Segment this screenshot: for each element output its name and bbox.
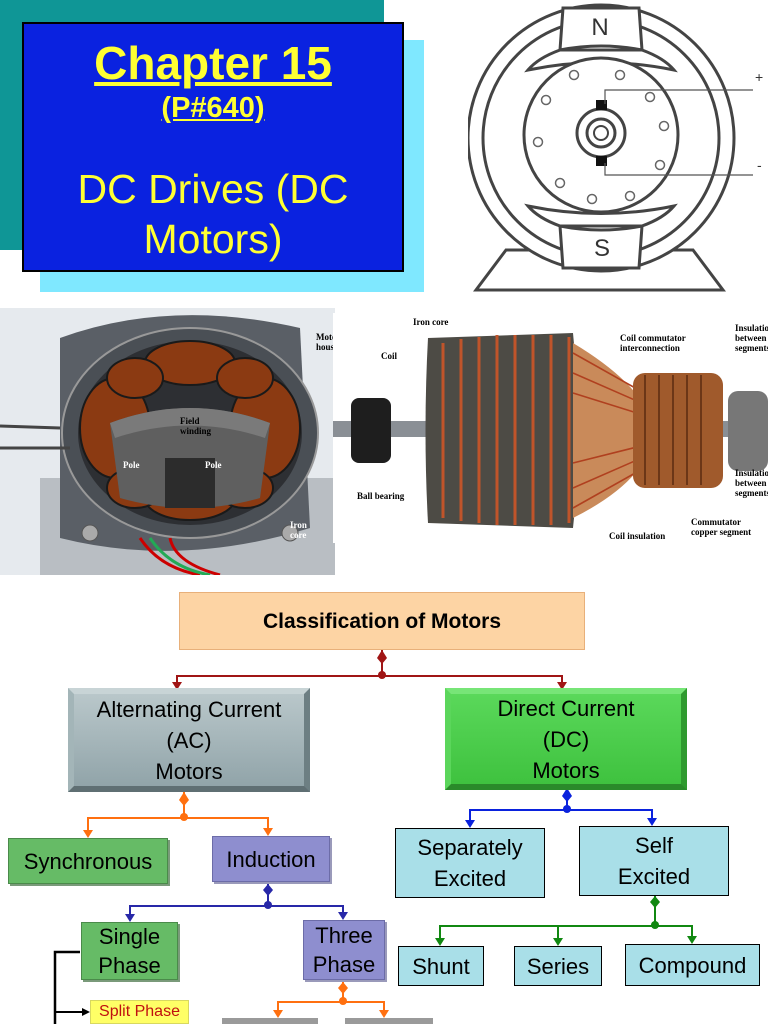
slide-title-line1: DC Drives (DC: [77, 166, 349, 212]
pole-left-label: Pole: [123, 460, 140, 470]
motor-housing-label: Motor housing: [316, 332, 335, 352]
three-line2: Phase: [312, 952, 376, 977]
chapter-heading: Chapter 15: [94, 37, 332, 89]
ac-line1: Alternating Current: [96, 696, 282, 722]
dc-line1: Direct Current: [497, 695, 635, 721]
three-line1: Three: [315, 923, 373, 948]
self-line1: Self: [635, 833, 673, 858]
ac-line3: Motors: [155, 758, 223, 784]
north-pole-label: N: [591, 14, 608, 41]
stator-photo: Field winding Pole Pole Iron core Motor …: [0, 308, 335, 575]
dc-motors-box: Direct Current (DC) Motors: [445, 688, 687, 790]
split-phase-box: Split Phase: [90, 1000, 189, 1024]
plus-terminal-label: +: [755, 69, 763, 85]
dc-line3: Motors: [532, 757, 600, 783]
ball-bearing-label: Ball bearing: [357, 491, 405, 501]
slide-title-line2: Motors): [143, 216, 283, 262]
title-card: Chapter 15 (P#640) DC Drives (DC Motors): [22, 22, 404, 272]
synchronous-box: Synchronous: [8, 838, 168, 884]
south-pole-label: S: [594, 235, 610, 262]
iron-core-label: Iron core: [290, 520, 307, 540]
single-line1: Single: [98, 924, 161, 949]
ac-line2: (AC): [166, 727, 212, 753]
minus-terminal-label: -: [757, 157, 762, 173]
compound-box: Compound: [625, 944, 760, 986]
armature-illustration: [333, 313, 768, 543]
dc-motor-diagram: N S + -: [468, 0, 768, 292]
self-line2: Excited: [617, 864, 691, 889]
field-winding-label: Field winding: [180, 416, 212, 436]
single-phase-box: Single Phase: [81, 922, 178, 980]
dc-line2: (DC): [542, 726, 590, 752]
insulation-top-label: Insulation between segments: [735, 323, 768, 353]
separately-excited-box: Separately Excited: [395, 828, 545, 898]
slide-title: DC Drives (DC Motors): [24, 164, 402, 264]
stator-illustration: [0, 308, 335, 575]
three-phase-box: Three Phase: [303, 920, 385, 980]
commutator-segment-label: Commutator copper segment: [691, 517, 752, 537]
classification-title: Classification of Motors: [179, 592, 585, 650]
iron-core-arm-label: Iron core: [413, 317, 449, 327]
shunt-box: Shunt: [398, 946, 484, 986]
armature-photo: Iron core Coil Coil commutator interconn…: [333, 313, 768, 543]
coil-insulation-label: Coil insulation: [609, 531, 666, 541]
series-box: Series: [514, 946, 602, 986]
separately-line1: Separately: [417, 835, 523, 860]
coil-commutator-label: Coil commutator interconnection: [620, 333, 686, 353]
separately-line2: Excited: [433, 866, 507, 891]
page-reference: (P#640): [161, 92, 265, 124]
single-line2: Phase: [98, 953, 161, 978]
insulation-bottom-label: Insulation between segments: [735, 468, 768, 498]
self-excited-box: Self Excited: [579, 826, 729, 896]
coil-label: Coil: [381, 351, 398, 361]
induction-box: Induction: [212, 836, 330, 882]
pole-right-label: Pole: [205, 460, 222, 470]
ac-motors-box: Alternating Current (AC) Motors: [68, 688, 310, 792]
